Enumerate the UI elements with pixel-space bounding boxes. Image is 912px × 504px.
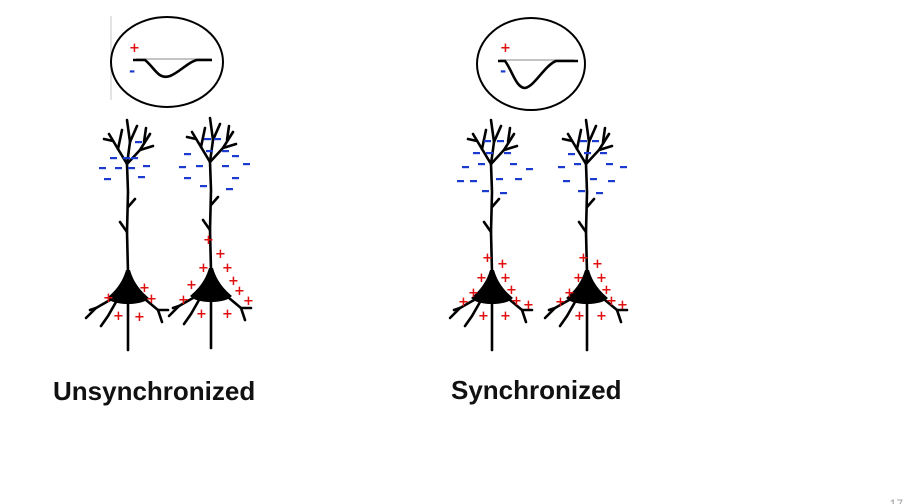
positive-charges: +++ ++ bbox=[103, 281, 157, 325]
svg-text:+: + bbox=[196, 307, 207, 322]
neuron-right-1: +++ +++ +++ ++ bbox=[448, 118, 534, 352]
negative-charges bbox=[99, 141, 150, 181]
waveform-inset-right: + - bbox=[476, 17, 586, 111]
svg-text:+: + bbox=[134, 310, 145, 325]
svg-text:+: + bbox=[458, 295, 469, 310]
svg-text:+: + bbox=[222, 307, 233, 322]
svg-text:+: + bbox=[511, 294, 522, 309]
svg-text:+: + bbox=[578, 251, 589, 266]
svg-text:+: + bbox=[497, 257, 508, 272]
svg-text:+: + bbox=[500, 271, 511, 286]
svg-text:+: + bbox=[178, 293, 189, 308]
inset-plus-label: + bbox=[129, 41, 140, 56]
caption-synchronized: Synchronized bbox=[451, 375, 621, 405]
svg-text:+: + bbox=[146, 292, 157, 307]
svg-text:+: + bbox=[243, 294, 254, 309]
waveform-inset-left: + - bbox=[110, 16, 224, 108]
svg-text:+: + bbox=[564, 286, 575, 301]
svg-text:+: + bbox=[103, 291, 114, 306]
svg-text:+: + bbox=[573, 271, 584, 286]
inset-plus-label: + bbox=[500, 41, 511, 56]
positive-charges: +++ +++ +++ ++ bbox=[178, 233, 254, 322]
negative-charges bbox=[457, 140, 533, 195]
svg-text:+: + bbox=[592, 257, 603, 272]
svg-text:+: + bbox=[113, 309, 124, 324]
svg-text:+: + bbox=[601, 283, 612, 298]
svg-text:+: + bbox=[222, 261, 233, 276]
svg-text:+: + bbox=[234, 284, 245, 299]
svg-text:+: + bbox=[228, 274, 239, 289]
svg-text:+: + bbox=[574, 309, 585, 324]
svg-text:+: + bbox=[476, 271, 487, 286]
svg-text:+: + bbox=[523, 298, 534, 313]
svg-text:+: + bbox=[617, 298, 628, 313]
neuron-left-1: +++ ++ bbox=[84, 118, 170, 352]
svg-text:+: + bbox=[215, 247, 226, 262]
svg-text:+: + bbox=[606, 294, 617, 309]
panel-synchronized: + - +++ +++ +++ ++ bbox=[448, 17, 629, 405]
svg-text:+: + bbox=[198, 261, 209, 276]
positive-charges: +++ +++ +++ ++ bbox=[458, 251, 534, 324]
svg-text:+: + bbox=[203, 233, 214, 248]
inset-minus-label: - bbox=[500, 62, 506, 80]
svg-text:+: + bbox=[186, 278, 197, 293]
svg-text:+: + bbox=[506, 283, 517, 298]
svg-text:+: + bbox=[139, 281, 150, 296]
svg-text:+: + bbox=[596, 309, 607, 324]
svg-text:+: + bbox=[596, 271, 607, 286]
svg-text:+: + bbox=[468, 286, 479, 301]
negative-charges bbox=[179, 138, 250, 191]
caption-unsynchronized: Unsynchronized bbox=[53, 376, 255, 406]
positive-charges: +++ +++ +++ ++ bbox=[555, 251, 628, 324]
neuron-right-2: +++ +++ +++ ++ bbox=[543, 118, 629, 352]
svg-text:+: + bbox=[478, 309, 489, 324]
panel-unsynchronized: + - +++ ++ bbox=[53, 16, 255, 406]
negative-charges bbox=[558, 140, 627, 195]
svg-text:+: + bbox=[555, 295, 566, 310]
neuron-left-2: +++ +++ +++ ++ bbox=[167, 116, 254, 350]
svg-text:+: + bbox=[500, 309, 511, 324]
inset-minus-label: - bbox=[129, 62, 135, 80]
svg-text:+: + bbox=[482, 251, 493, 266]
page-number: 17 bbox=[890, 497, 904, 504]
